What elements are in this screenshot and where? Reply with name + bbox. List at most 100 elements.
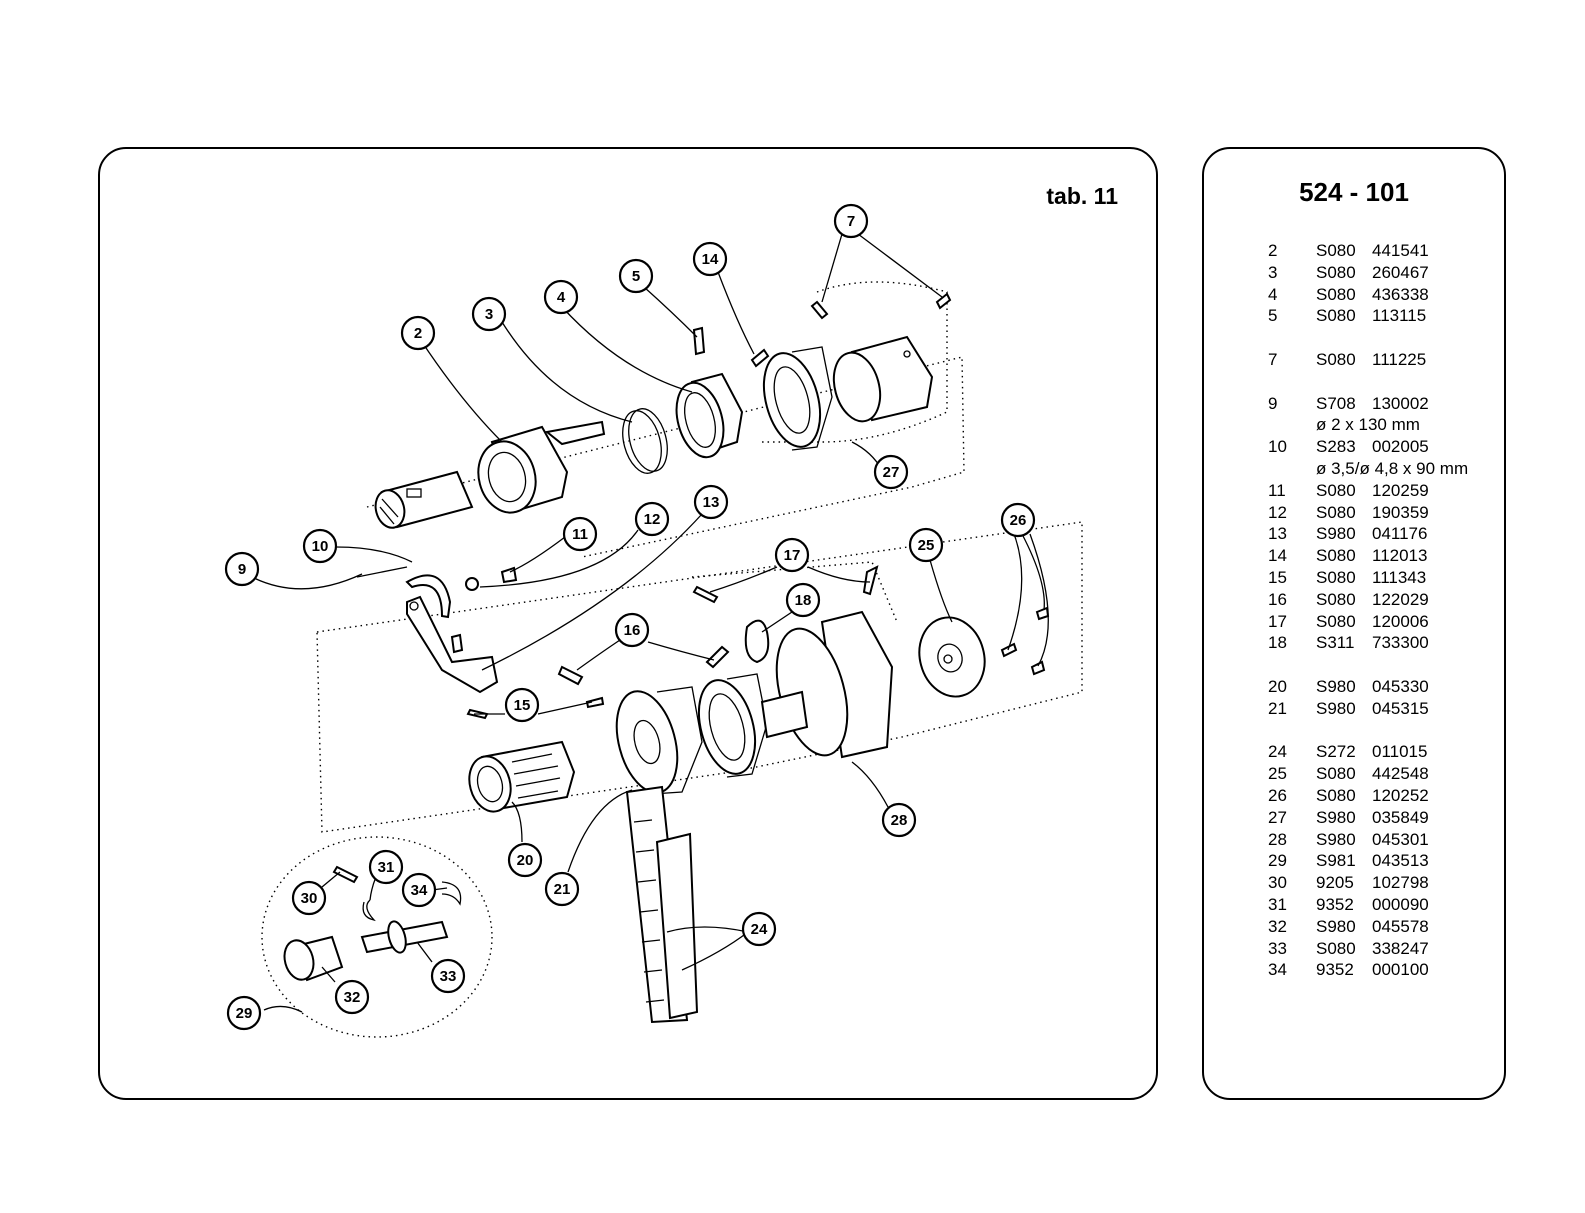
position-cell: 10 [1268, 437, 1287, 457]
svg-text:28: 28 [891, 812, 908, 829]
callout-20: 20 [507, 842, 543, 878]
part-number-cell: 733300 [1372, 633, 1429, 653]
position-cell: 28 [1268, 829, 1287, 849]
kit-29-outline [261, 836, 493, 1038]
exploded-parts-diagram: 2 3 4 5 7 9 10 11 12 13 14 15 16 17 18 2… [224, 203, 1083, 1038]
part-number-cell: 338247 [1372, 938, 1429, 958]
position-cell [1266, 414, 1316, 436]
svg-text:4: 4 [557, 289, 566, 306]
callout-4: 4 [543, 279, 579, 315]
position-cell: 4 [1268, 284, 1278, 304]
svg-text:34: 34 [411, 882, 428, 899]
prefix-cell: S080 [1316, 546, 1356, 566]
part-number-cell: 260467 [1372, 262, 1429, 282]
position-cell: 25 [1268, 764, 1287, 784]
part-number-cell: 120259 [1372, 480, 1429, 500]
position-cell [1266, 458, 1316, 480]
position-cell: 7 [1268, 349, 1278, 369]
housing-part-28 [760, 610, 894, 759]
pin-part-5 [692, 326, 706, 356]
wire-part-9 [356, 566, 408, 578]
part-number-cell: 436338 [1372, 284, 1429, 304]
part-number-cell: 113115 [1372, 306, 1427, 326]
callout-21: 21 [544, 871, 580, 907]
svg-text:9: 9 [238, 561, 246, 578]
callout-15: 15 [504, 687, 540, 723]
position-cell: 29 [1268, 851, 1287, 871]
callout-12: 12 [634, 501, 670, 537]
assembly-outlines [261, 281, 1083, 1038]
pin-part-33 [360, 920, 449, 954]
tab-label: tab. 11 [1046, 183, 1118, 209]
prefix-cell: S080 [1316, 241, 1356, 260]
callout-32: 32 [334, 979, 370, 1015]
position-cell: 16 [1268, 589, 1287, 609]
belt-part-24 [625, 785, 699, 1024]
table-row: 11 S080 120259 [1266, 480, 1468, 502]
callout-3: 3 [471, 296, 507, 332]
position-cell: 31 [1268, 894, 1287, 914]
prefix-cell: 9205 [1316, 873, 1354, 893]
collar-part-2 [477, 420, 606, 514]
position-cell: 27 [1268, 807, 1287, 827]
table-row-note: ø 2 x 130 mm [1266, 414, 1468, 436]
svg-text:25: 25 [918, 537, 935, 554]
part-number-cell: 045315 [1372, 698, 1429, 718]
callout-11: 11 [562, 516, 598, 552]
callout-28: 28 [881, 802, 917, 838]
prefix-cell: S080 [1316, 284, 1356, 304]
callout-26: 26 [1000, 502, 1036, 538]
position-cell: 24 [1268, 742, 1287, 762]
shaft [374, 470, 474, 529]
position-cell: 33 [1268, 938, 1287, 958]
prefix-cell: S080 [1316, 480, 1356, 500]
prefix-cell: S080 [1316, 589, 1356, 609]
part-number-cell: 000100 [1372, 960, 1429, 980]
spacer-cell [1266, 327, 1468, 349]
position-cell: 17 [1268, 611, 1287, 631]
hub-upper [832, 335, 934, 423]
svg-text:32: 32 [344, 989, 361, 1006]
callout-14: 14 [692, 241, 728, 277]
part-number-cell: 011015 [1372, 742, 1428, 762]
position-cell: 14 [1268, 546, 1287, 566]
position-cell: 11 [1268, 480, 1286, 500]
svg-text:18: 18 [795, 592, 812, 609]
prefix-cell: S080 [1316, 349, 1356, 369]
diagram-panel: tab. 11 [98, 147, 1158, 1100]
sleeve-part-4 [675, 372, 744, 459]
position-cell: 26 [1268, 785, 1287, 805]
callouts: 2 3 4 5 7 9 10 11 12 13 14 15 16 17 18 2… [224, 203, 1036, 1031]
pin-part-7-left [810, 300, 829, 320]
part-number-cell: 045330 [1372, 676, 1429, 696]
washer-part-12 [465, 577, 479, 591]
disk-part-25 [918, 616, 986, 698]
ring-part-31 [362, 899, 376, 922]
prefix-cell: 9352 [1316, 894, 1354, 914]
callout-5: 5 [618, 258, 654, 294]
svg-text:31: 31 [378, 859, 395, 876]
screw-part-17-right [862, 565, 879, 596]
part-number-cell: 130002 [1372, 393, 1429, 413]
screw-part-26-b [1035, 606, 1050, 621]
svg-text:17: 17 [784, 547, 801, 564]
bushing-part-32 [283, 935, 344, 982]
svg-text:33: 33 [440, 968, 457, 985]
svg-text:12: 12 [644, 511, 661, 528]
position-cell: 32 [1268, 916, 1287, 936]
svg-text:24: 24 [751, 921, 768, 938]
prefix-cell: S980 [1316, 676, 1356, 696]
spacer-cell [1266, 654, 1468, 676]
callout-25: 25 [908, 527, 944, 563]
table-row-note: ø 3,5/ø 4,8 x 90 mm [1266, 458, 1468, 480]
